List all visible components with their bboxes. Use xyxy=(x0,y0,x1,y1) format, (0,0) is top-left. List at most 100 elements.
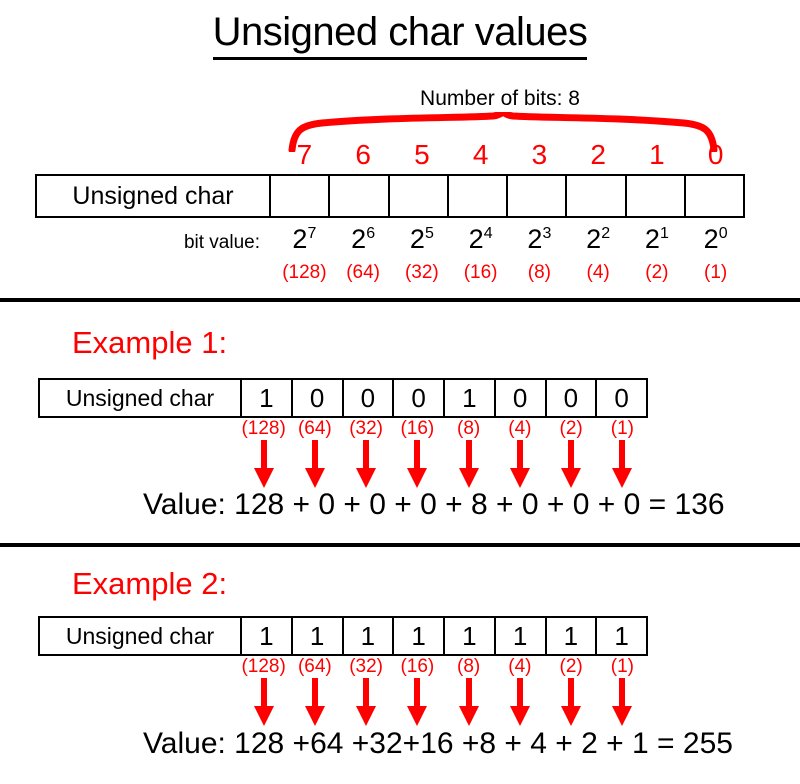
decimal-value: (8) xyxy=(457,656,481,677)
power-base: 2 xyxy=(703,224,719,254)
bit-cell[interactable]: 1 xyxy=(443,380,494,416)
arrow-slot xyxy=(597,678,648,728)
value-expression-example-1: Value: 128 + 0 + 0 + 0 + 8 + 0 + 0 + 0 =… xyxy=(143,488,725,521)
bit-cell[interactable] xyxy=(624,176,684,216)
bit-cell[interactable]: 1 xyxy=(341,618,393,654)
bit-cell[interactable]: 0 xyxy=(392,380,443,416)
down-arrow-icon xyxy=(407,440,428,488)
bit-index: 4 xyxy=(472,139,489,170)
bit-cell[interactable]: 1 xyxy=(493,618,545,654)
down-arrow-icon xyxy=(561,440,582,488)
arrow-slot xyxy=(341,440,392,490)
bit-cell[interactable]: 1 xyxy=(240,380,291,416)
bit-cell[interactable]: 1 xyxy=(392,618,443,654)
bit-index: 6 xyxy=(355,139,371,170)
arrow-slot xyxy=(392,678,443,728)
bit-cell[interactable]: 1 xyxy=(290,618,342,654)
down-arrow-icon xyxy=(356,440,377,488)
decimal-value: (4) xyxy=(508,656,532,677)
power-base: 2 xyxy=(644,224,660,254)
bit-cell[interactable] xyxy=(446,176,506,216)
power-base: 2 xyxy=(527,224,543,254)
arrow-row-example-2 xyxy=(238,678,648,728)
example-1-heading: Example 1: xyxy=(72,325,228,360)
power-exponent: 2 xyxy=(601,225,611,242)
bit-cell[interactable] xyxy=(269,176,328,216)
decimal-value-row-example-2: (128) (64) (32) (16) (8) (4) (2) (1) xyxy=(238,656,648,678)
bit-cell[interactable]: 0 xyxy=(290,380,342,416)
decimal-value-row-example-1: (128) (64) (32) (16) (8) (4) (2) (1) xyxy=(238,418,648,440)
decimal-value: (32) xyxy=(349,656,384,677)
bit-cell[interactable]: 1 xyxy=(240,618,291,654)
decimal-value: (128) xyxy=(282,262,327,283)
down-arrow-icon xyxy=(458,678,479,726)
table-row-label: Unsigned char xyxy=(72,181,234,210)
down-arrow-icon xyxy=(612,678,633,726)
byte-table-example-1: Unsigned char 1 0 0 0 1 0 0 0 xyxy=(38,378,648,418)
section-divider xyxy=(0,298,800,302)
decimal-value: (2) xyxy=(559,418,583,439)
decimal-value: (1) xyxy=(704,262,728,283)
bit-cell[interactable] xyxy=(683,176,743,216)
bit-cell[interactable]: 0 xyxy=(341,380,393,416)
down-arrow-icon xyxy=(253,440,274,488)
bit-cell[interactable]: 1 xyxy=(595,618,646,654)
power-base: 2 xyxy=(409,224,425,254)
down-arrow-icon xyxy=(458,440,479,488)
table-row-label: Unsigned char xyxy=(65,384,215,411)
power-exponent: 5 xyxy=(424,225,434,242)
power-of-two: 24 xyxy=(451,224,510,254)
arrow-slot xyxy=(546,678,597,728)
arrow-slot xyxy=(289,678,340,728)
bit-cell[interactable]: 1 xyxy=(443,618,494,654)
down-arrow-icon xyxy=(612,440,633,488)
decimal-value: (16) xyxy=(463,262,498,283)
power-base: 2 xyxy=(292,224,308,254)
decimal-value: (8) xyxy=(457,418,481,439)
down-arrow-icon xyxy=(356,678,377,726)
power-of-two: 26 xyxy=(334,224,393,254)
bit-cell[interactable]: 0 xyxy=(544,380,596,416)
bit-cell[interactable]: 1 xyxy=(544,618,596,654)
bit-index: 1 xyxy=(649,139,665,170)
number-of-bits-caption: Number of bits: 8 xyxy=(420,87,580,110)
example-2-heading: Example 2: xyxy=(72,566,228,601)
decimal-value: (8) xyxy=(527,262,551,283)
bit-cell[interactable] xyxy=(506,176,565,216)
decimal-value: (128) xyxy=(241,418,286,439)
down-arrow-icon xyxy=(509,440,530,488)
power-of-two-row: 27 26 25 24 23 22 21 20 xyxy=(275,224,745,254)
table-row-label: Unsigned char xyxy=(65,622,215,649)
power-of-two: 27 xyxy=(275,224,334,254)
arrow-slot xyxy=(238,678,289,728)
bit-cell[interactable]: 0 xyxy=(595,380,646,416)
power-of-two: 22 xyxy=(569,224,628,254)
arrow-slot xyxy=(443,678,494,728)
decimal-value: (128) xyxy=(241,656,286,677)
bit-cell[interactable] xyxy=(387,176,447,216)
bit-index: 0 xyxy=(707,139,724,170)
power-exponent: 6 xyxy=(366,225,376,242)
decimal-value: (16) xyxy=(400,656,435,677)
arrow-row-example-1 xyxy=(238,440,648,490)
down-arrow-icon xyxy=(304,678,325,726)
down-arrow-icon xyxy=(253,678,274,726)
decimal-value: (32) xyxy=(404,262,439,283)
power-base: 2 xyxy=(468,224,484,254)
power-exponent: 1 xyxy=(659,225,669,242)
bit-index: 2 xyxy=(590,139,606,170)
value-expression-example-2: Value: 128 +64 +32+16 +8 + 4 + 2 + 1 = 2… xyxy=(143,727,733,760)
power-of-two: 23 xyxy=(510,224,569,254)
bit-cell[interactable] xyxy=(328,176,387,216)
decimal-value: (2) xyxy=(559,656,583,677)
byte-table-example-2: Unsigned char 1 1 1 1 1 1 1 1 xyxy=(38,616,648,656)
down-arrow-icon xyxy=(304,440,325,488)
byte-table-reference: Unsigned char xyxy=(35,174,745,218)
bit-cell[interactable] xyxy=(565,176,624,216)
decimal-value: (64) xyxy=(297,656,332,677)
arrow-slot xyxy=(392,440,443,490)
decimal-value: (32) xyxy=(349,418,384,439)
power-exponent: 7 xyxy=(307,225,317,242)
bit-cell[interactable]: 0 xyxy=(493,380,545,416)
decimal-value: (1) xyxy=(610,656,634,677)
